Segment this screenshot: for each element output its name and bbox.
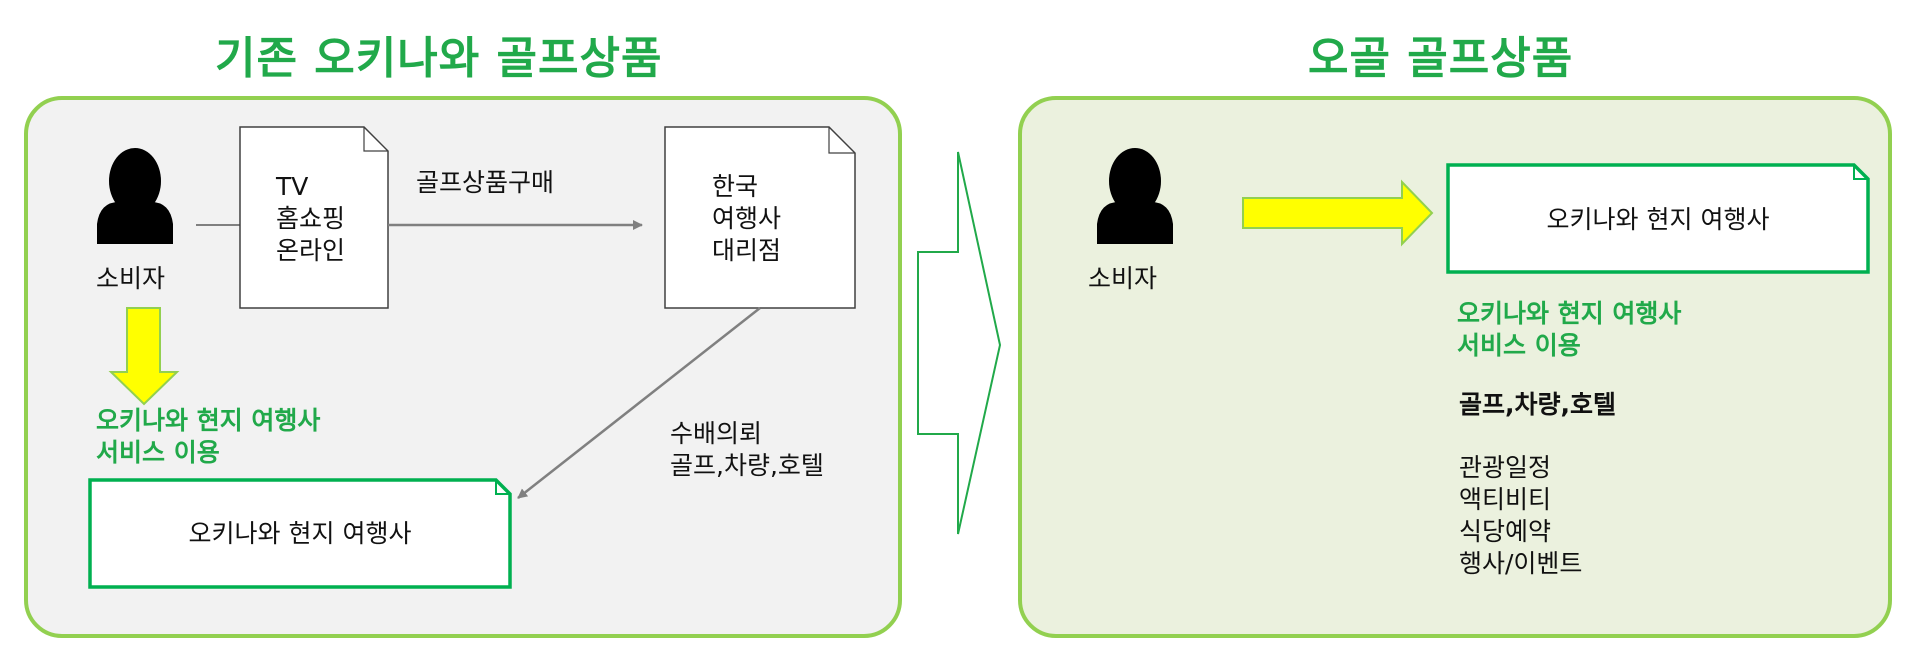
agency-line: 한국: [712, 172, 759, 201]
request-label: 수배의뢰 골프,차량,호텔: [670, 418, 824, 482]
request-line: 수배의뢰: [670, 419, 763, 448]
consumer-label: 소비자: [1088, 264, 1158, 293]
agency-label: 한국 여행사 대리점: [712, 171, 781, 267]
request-line: 골프,차량,호텔: [670, 451, 824, 480]
left-local-agency-box: [88, 478, 512, 589]
right-local-agency-label: 오키나와 현지 여행사: [1546, 205, 1770, 234]
consumer-label: 소비자: [96, 264, 166, 293]
extra-service-item: 관광일정: [1459, 453, 1552, 482]
chevron-right-arrow-icon: [917, 151, 1002, 535]
agency-box: [664, 126, 856, 309]
service-line: 서비스 이용: [1457, 331, 1581, 360]
request-arrow: [517, 307, 761, 499]
right-title: 오골 골프상품: [1308, 33, 1574, 84]
right-service-label: 오키나와 현지 여행사 서비스 이용: [1457, 298, 1681, 362]
extra-service-item: 식당예약: [1459, 517, 1552, 546]
person-icon: [97, 148, 173, 244]
extra-services-list: 관광일정 액티비티 식당예약 행사/이벤트: [1459, 452, 1582, 580]
channel-label: TV 홈쇼핑 온라인: [276, 171, 345, 267]
purchase-label: 골프상품구매: [416, 168, 555, 197]
yellow-down-arrow: [108, 307, 180, 406]
extra-service-item: 행사/이벤트: [1459, 549, 1583, 578]
service-line: 오키나와 현지 여행사: [1457, 299, 1682, 328]
left-local-agency-label: 오키나와 현지 여행사: [188, 519, 412, 548]
agency-line: 여행사: [712, 204, 782, 233]
yellow-right-arrow: [1242, 179, 1434, 247]
channel-box: [239, 126, 389, 309]
services-bold-label: 골프,차량,호텔: [1459, 390, 1616, 419]
person-icon: [1097, 148, 1173, 244]
service-line: 서비스 이용: [96, 438, 220, 467]
channel-line: TV: [276, 172, 309, 201]
right-local-agency-box: [1446, 163, 1870, 274]
channel-line: 홈쇼핑: [276, 204, 346, 233]
agency-line: 대리점: [712, 236, 782, 265]
channel-line: 온라인: [276, 236, 346, 265]
left-service-label: 오키나와 현지 여행사 서비스 이용: [96, 405, 320, 469]
service-line: 오키나와 현지 여행사: [96, 406, 321, 435]
left-title: 기존 오키나와 골프상품: [215, 33, 663, 84]
extra-service-item: 액티비티: [1459, 485, 1552, 514]
